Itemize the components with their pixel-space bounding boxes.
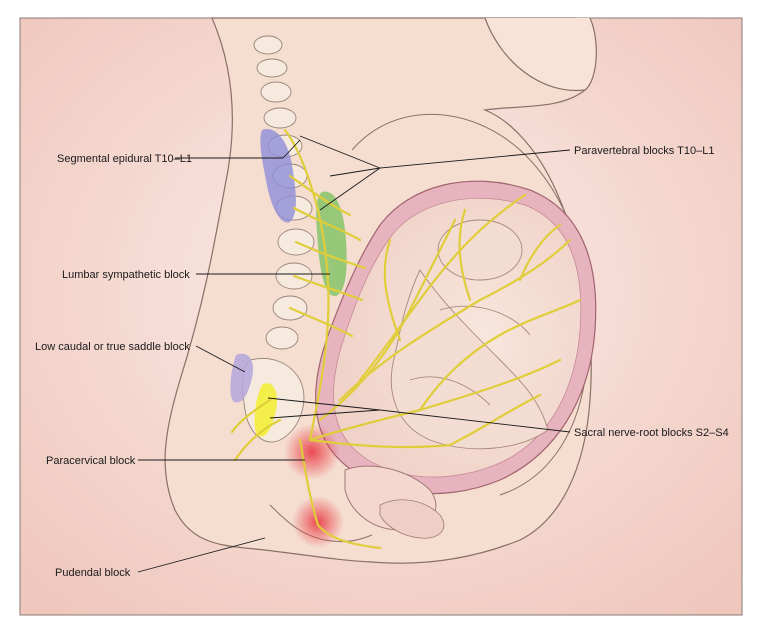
sympathetic-region (316, 191, 347, 297)
label-paracervical: Paracervical block (46, 455, 136, 467)
label-pudendal: Pudendal block (55, 567, 131, 579)
label-lumbar-sympathetic: Lumbar sympathetic block (62, 269, 190, 281)
label-low-caudal: Low caudal or true saddle block (35, 341, 190, 353)
bladder (379, 499, 445, 539)
caudal-region (230, 353, 254, 403)
paracervical-highlight (284, 424, 340, 480)
label-segmental-epidural: Segmental epidural T10–L1 (57, 153, 192, 165)
breast-outline (484, 17, 597, 92)
label-paravertebral: Paravertebral blocks T10–L1 (574, 145, 714, 157)
sacral-highlight (254, 383, 278, 437)
leader-lines (137, 135, 571, 573)
label-sacral-nerve-root: Sacral nerve-root blocks S2–S4 (574, 427, 729, 439)
epidural-region (260, 129, 296, 223)
nerve-network (230, 128, 582, 550)
